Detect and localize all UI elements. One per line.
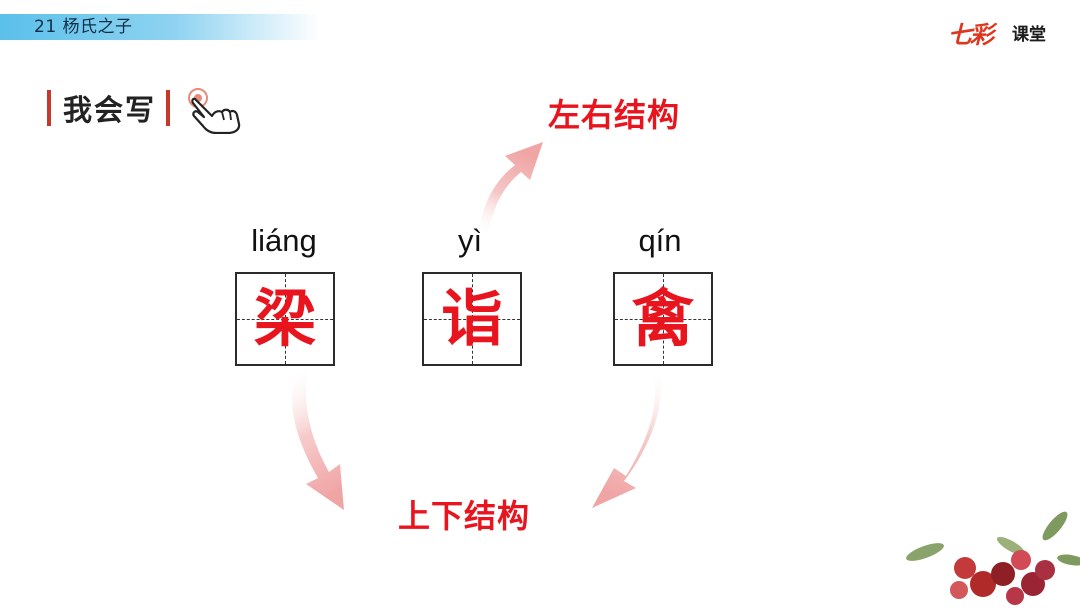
pinyin-liang: liáng	[214, 224, 354, 258]
decorative-berries	[905, 510, 1080, 608]
label-top-bottom-structure: 上下结构	[398, 497, 530, 535]
arrow-from-liang	[292, 368, 344, 510]
character-yi: 诣	[424, 274, 520, 364]
pinyin-yi: yì	[400, 224, 540, 258]
label-left-right-structure: 左右结构	[548, 96, 680, 134]
char-grid-qin: 禽	[613, 272, 713, 366]
character-qin: 禽	[615, 274, 711, 364]
arrow-from-qin	[592, 368, 661, 508]
char-grid-liang: 梁	[235, 272, 335, 366]
character-liang: 梁	[237, 274, 333, 364]
pinyin-qin: qín	[590, 224, 730, 258]
char-grid-yi: 诣	[422, 272, 522, 366]
arrow-to-left-right	[478, 142, 543, 234]
